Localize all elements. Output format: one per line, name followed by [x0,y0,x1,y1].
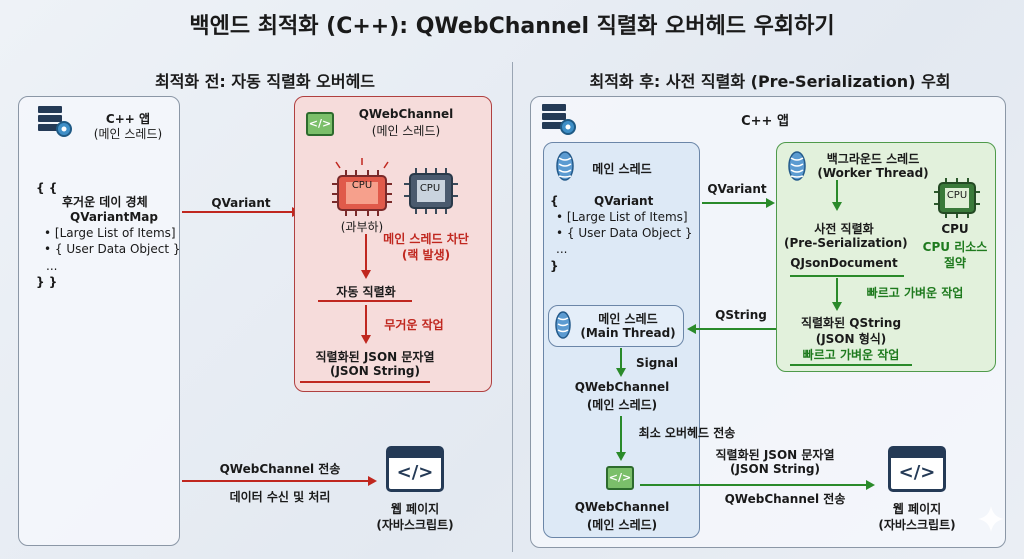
right-cpp-app-title: C++ 앱 [741,114,789,129]
overload-label: (과부하) [340,220,384,234]
left-webpage-sub: (자바스크립트) [376,518,454,532]
server-gear-icon [542,104,576,135]
code-line: • { User Data Object } [44,242,181,256]
code-line: } [550,259,559,273]
underline [318,300,412,302]
left-qvariant-label: QVariant [211,196,271,210]
underline [300,381,430,383]
main-thread2-sub: (Main Thread) [580,326,676,340]
page-title: 백엔드 최적화 (C++): QWebChannel 직렬화 오버헤드 우회하기 [189,14,835,39]
right-main-thread-label: 메인 스레드 [592,162,652,176]
down-arrow [832,180,842,211]
right-json-string-title: 직렬화된 JSON 문자열 [715,448,835,462]
code-window-icon: </> [386,446,444,492]
fast-light-label: 빠르고 가벼운 작업 [866,286,964,300]
lag-label: (랙 발생) [401,248,451,262]
code-line: ... [556,242,568,256]
left-qwebchannel-box [294,96,492,392]
qstring-arrow [687,324,776,334]
heavy-work-label: 무거운 작업 [384,318,444,332]
code-line: { { [36,181,58,195]
cpu-label: CPU [946,190,968,201]
cpu-label-overloaded: CPU [351,180,373,191]
right-qvariant-arrow [702,198,775,208]
code-window-icon: </> [888,446,946,492]
main-thread2-title: 메인 스레드 [598,312,658,326]
pre-serial-sub: (Pre-Serialization) [784,236,908,250]
background-thread-box [776,142,996,372]
down-arrow [361,305,371,344]
left-channel-thread: (메인 스레드) [371,124,441,138]
channel1-title: QWebChannel [574,380,670,394]
left-transfer-arrow [182,476,377,486]
left-receive-label: 데이터 수신 및 처리 [229,490,331,504]
channel1-sub: (메인 스레드) [586,398,658,412]
code-line: } } [36,275,58,289]
code-line: QVariantMap [70,210,158,224]
code-line: QVariant [594,194,654,208]
right-transfer-arrow [640,480,875,490]
code-line: • { User Data Object } [556,226,693,240]
code-line: { [550,194,559,208]
dna-thread-icon [555,311,571,339]
left-channel-title: QWebChannel [358,107,454,121]
cpu-save-3: 절약 [943,256,967,270]
underline [790,364,912,366]
signal-label: Signal [635,356,679,370]
code-window-icon: </> [306,112,334,136]
dna-thread-icon [556,151,574,181]
left-json-string-title: 직렬화된 JSON 문자열 [315,350,435,364]
down-arrow [616,416,626,461]
right-webpage-sub: (자바스크립트) [878,518,956,532]
down-arrow [361,234,371,279]
qstring-label: QString [715,308,767,322]
down-arrow [832,278,842,311]
auto-serial-label: 자동 직렬화 [336,285,396,299]
column-divider [512,62,513,552]
code-line: • [Large List of Items] [556,210,688,224]
bg-thread-sub: (Worker Thread) [817,166,929,180]
cpu-icon [934,178,980,218]
blocked-label: 메인 스레드 차단 [383,232,469,246]
cpu-label: CPU [419,183,441,194]
channel2-title: QWebChannel [574,500,670,514]
left-heading: 최적화 전: 자동 직렬화 오버헤드 [154,72,376,91]
channel2-sub: (메인 스레드) [586,518,658,532]
min-overhead-label: 최소 오버헤드 전송 [638,426,736,440]
code-line: • [Large List of Items] [44,226,176,240]
right-heading: 최적화 후: 사전 직렬화 (Pre-Serialization) 우회 [589,72,951,91]
left-webpage-title: 웹 페이지 [390,502,440,516]
right-transfer-label: QWebChannel 전송 [724,492,846,506]
server-gear-icon [38,106,72,137]
main-thread-inner-box [548,305,684,347]
code-window-icon: </> [606,466,634,490]
fast-light-label-2: 빠르고 가벼운 작업 [802,348,900,362]
left-cpp-app-title: C++ 앱 [105,112,151,126]
bg-thread-title: 백그라운드 스레드 [826,152,920,166]
left-cpp-app-panel [18,96,180,546]
serialized-qstring-sub: (JSON 형식) [815,332,887,346]
code-line: ... [46,259,58,273]
right-webpage-title: 웹 페이지 [892,502,942,516]
left-qvariant-arrow [182,207,301,217]
serialized-qstring-title: 직렬화된 QString [800,316,902,330]
qjson-label: QJsonDocument [790,256,898,270]
right-qvariant-label: QVariant [707,182,767,196]
underline [790,275,904,277]
cpu-save-1: CPU [941,222,969,236]
left-transfer-label: QWebChannel 전송 [219,462,341,476]
code-line: 후거운 데이 경체 [62,195,148,209]
left-cpp-app-thread: (메인 스레드) [93,127,163,141]
cpu-icon [404,168,458,214]
pre-serial-title: 사전 직렬화 [814,222,874,236]
right-json-string-sub: (JSON String) [729,462,821,476]
sparkle-icon [978,506,1004,532]
left-json-string-sub: (JSON String) [329,364,421,378]
cpu-overloaded-icon [332,158,392,216]
cpu-save-2: CPU 리소스 [922,240,988,254]
dna-thread-icon [788,151,806,181]
down-arrow [616,348,626,377]
